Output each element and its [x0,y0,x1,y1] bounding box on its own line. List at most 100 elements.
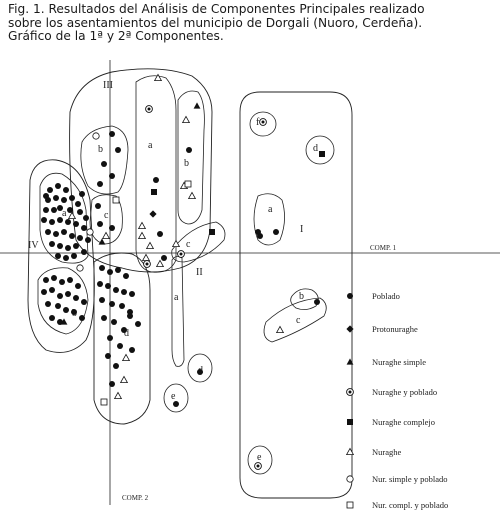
legend-poblado-marker [347,293,353,299]
poblado-marker [161,255,167,261]
poblado-marker [77,209,83,215]
poblado-marker [47,187,53,193]
subgroup-label: b [299,291,304,302]
nuraghe-marker [121,353,131,362]
subgroup-label: c [104,210,109,221]
nuraghe-y-poblado-marker [259,118,267,126]
group-III-subgroup-a [135,75,177,273]
nuraghe-simple-marker [98,238,106,245]
poblado-marker [105,353,111,359]
poblado-marker [45,301,51,307]
poblado-marker [115,267,121,273]
legend-label-poblado: Poblado [372,291,400,301]
nur-compl-poblado-marker [112,196,120,204]
poblado-marker [129,347,135,353]
poblado-marker [43,277,49,283]
subgroup-label: a [268,204,273,215]
poblado-marker [65,291,71,297]
poblado-marker [314,299,320,305]
poblado-marker [45,229,51,235]
group-I-label: I [300,224,303,235]
nuraghe-y-poblado-marker [145,105,153,113]
poblado-marker [59,279,65,285]
poblado-marker [65,245,71,251]
poblado-marker [81,299,87,305]
nuraghe-marker [181,115,191,123]
group-I-subgroup-f [249,111,277,137]
poblado-marker [119,303,125,309]
legend-protonuraghe-marker [346,325,354,333]
nuraghe-marker [187,191,197,200]
poblado-marker [51,275,57,281]
legend-label-nuraghe-y-poblado: Nuraghe y poblado [372,387,437,397]
group-III-subgroup-b2 [177,90,205,225]
poblado-marker [173,401,179,407]
nuraghe-marker [119,375,129,384]
legend-label-nuraghe: Nuraghe [372,447,401,457]
legend-label-nur-simple-poblado: Nur. simple y poblado [372,474,448,484]
subgroup-label: b [98,144,103,155]
group-IV-subgroup-a [39,172,89,264]
poblado-marker [105,283,111,289]
subgroup-label: a [174,292,179,303]
poblado-marker [85,237,91,243]
poblado-marker [49,241,55,247]
group-I-subgroup-b [290,288,319,310]
poblado-marker [67,277,73,283]
nuraghe-marker [137,231,147,240]
figure-caption: Fig. 1. Resultados del Análisis de Compo… [8,2,496,44]
poblado-marker [65,219,71,225]
poblado-marker [109,301,115,307]
caption-line-2: sobre los asentamientos del municipio de… [8,15,423,30]
group-IV-label: IV [28,240,39,251]
poblado-marker [69,233,75,239]
nuraghe-simple-marker [60,318,68,325]
subgroup-label: e [171,391,176,402]
poblado-marker [57,293,63,299]
poblado-marker [55,183,61,189]
poblado-marker [109,381,115,387]
poblado-marker [73,243,79,249]
poblado-marker [123,273,129,279]
nuraghe-marker [171,239,181,248]
poblado-marker [41,289,47,295]
group-III-subgroup-b [80,125,129,195]
poblado-marker [107,269,113,275]
poblado-marker [43,207,49,213]
subgroup-label: a [62,208,67,219]
poblado-marker [99,297,105,303]
group-II-subgroup-a [171,256,185,367]
poblado-marker [71,309,77,315]
group-I-outline [239,91,353,499]
group-I-subgroup-e [247,445,273,475]
subgroup-label: c [186,239,191,250]
subgroup-label: e [257,452,262,463]
subgroup-label: b [184,158,189,169]
poblado-marker [53,231,59,237]
nuraghe-marker [155,259,165,268]
subgroup-label: d [124,328,129,339]
group-IV-outline [27,159,95,353]
poblado-marker [111,319,117,325]
caption-line-1: Fig. 1. Resultados del Análisis de Compo… [8,2,425,16]
poblado-marker [49,315,55,321]
poblado-marker [186,147,192,153]
poblado-marker [109,131,115,137]
poblado-marker [73,221,79,227]
legend-nur-compl-poblado-marker [346,501,354,509]
group-III-subgroup-c [89,194,123,245]
legend-nur-simple-poblado-marker [346,475,354,483]
nur-simple-poblado-marker [76,264,84,272]
subgroup-label: a [148,140,153,151]
legend-nuraghe-complejo-marker [347,419,353,425]
nuraghe-marker [67,211,77,220]
poblado-marker [273,229,279,235]
legend-nuraghe-y-poblado-marker [346,388,354,396]
poblado-marker [61,229,67,235]
legend-label-nur-compl-poblado: Nur. compl. y poblado [372,500,448,510]
poblado-marker [113,287,119,293]
poblado-marker [57,243,63,249]
axis-comp1-label: COMP. 1 [370,244,397,252]
subgroup-label: f [256,117,260,128]
